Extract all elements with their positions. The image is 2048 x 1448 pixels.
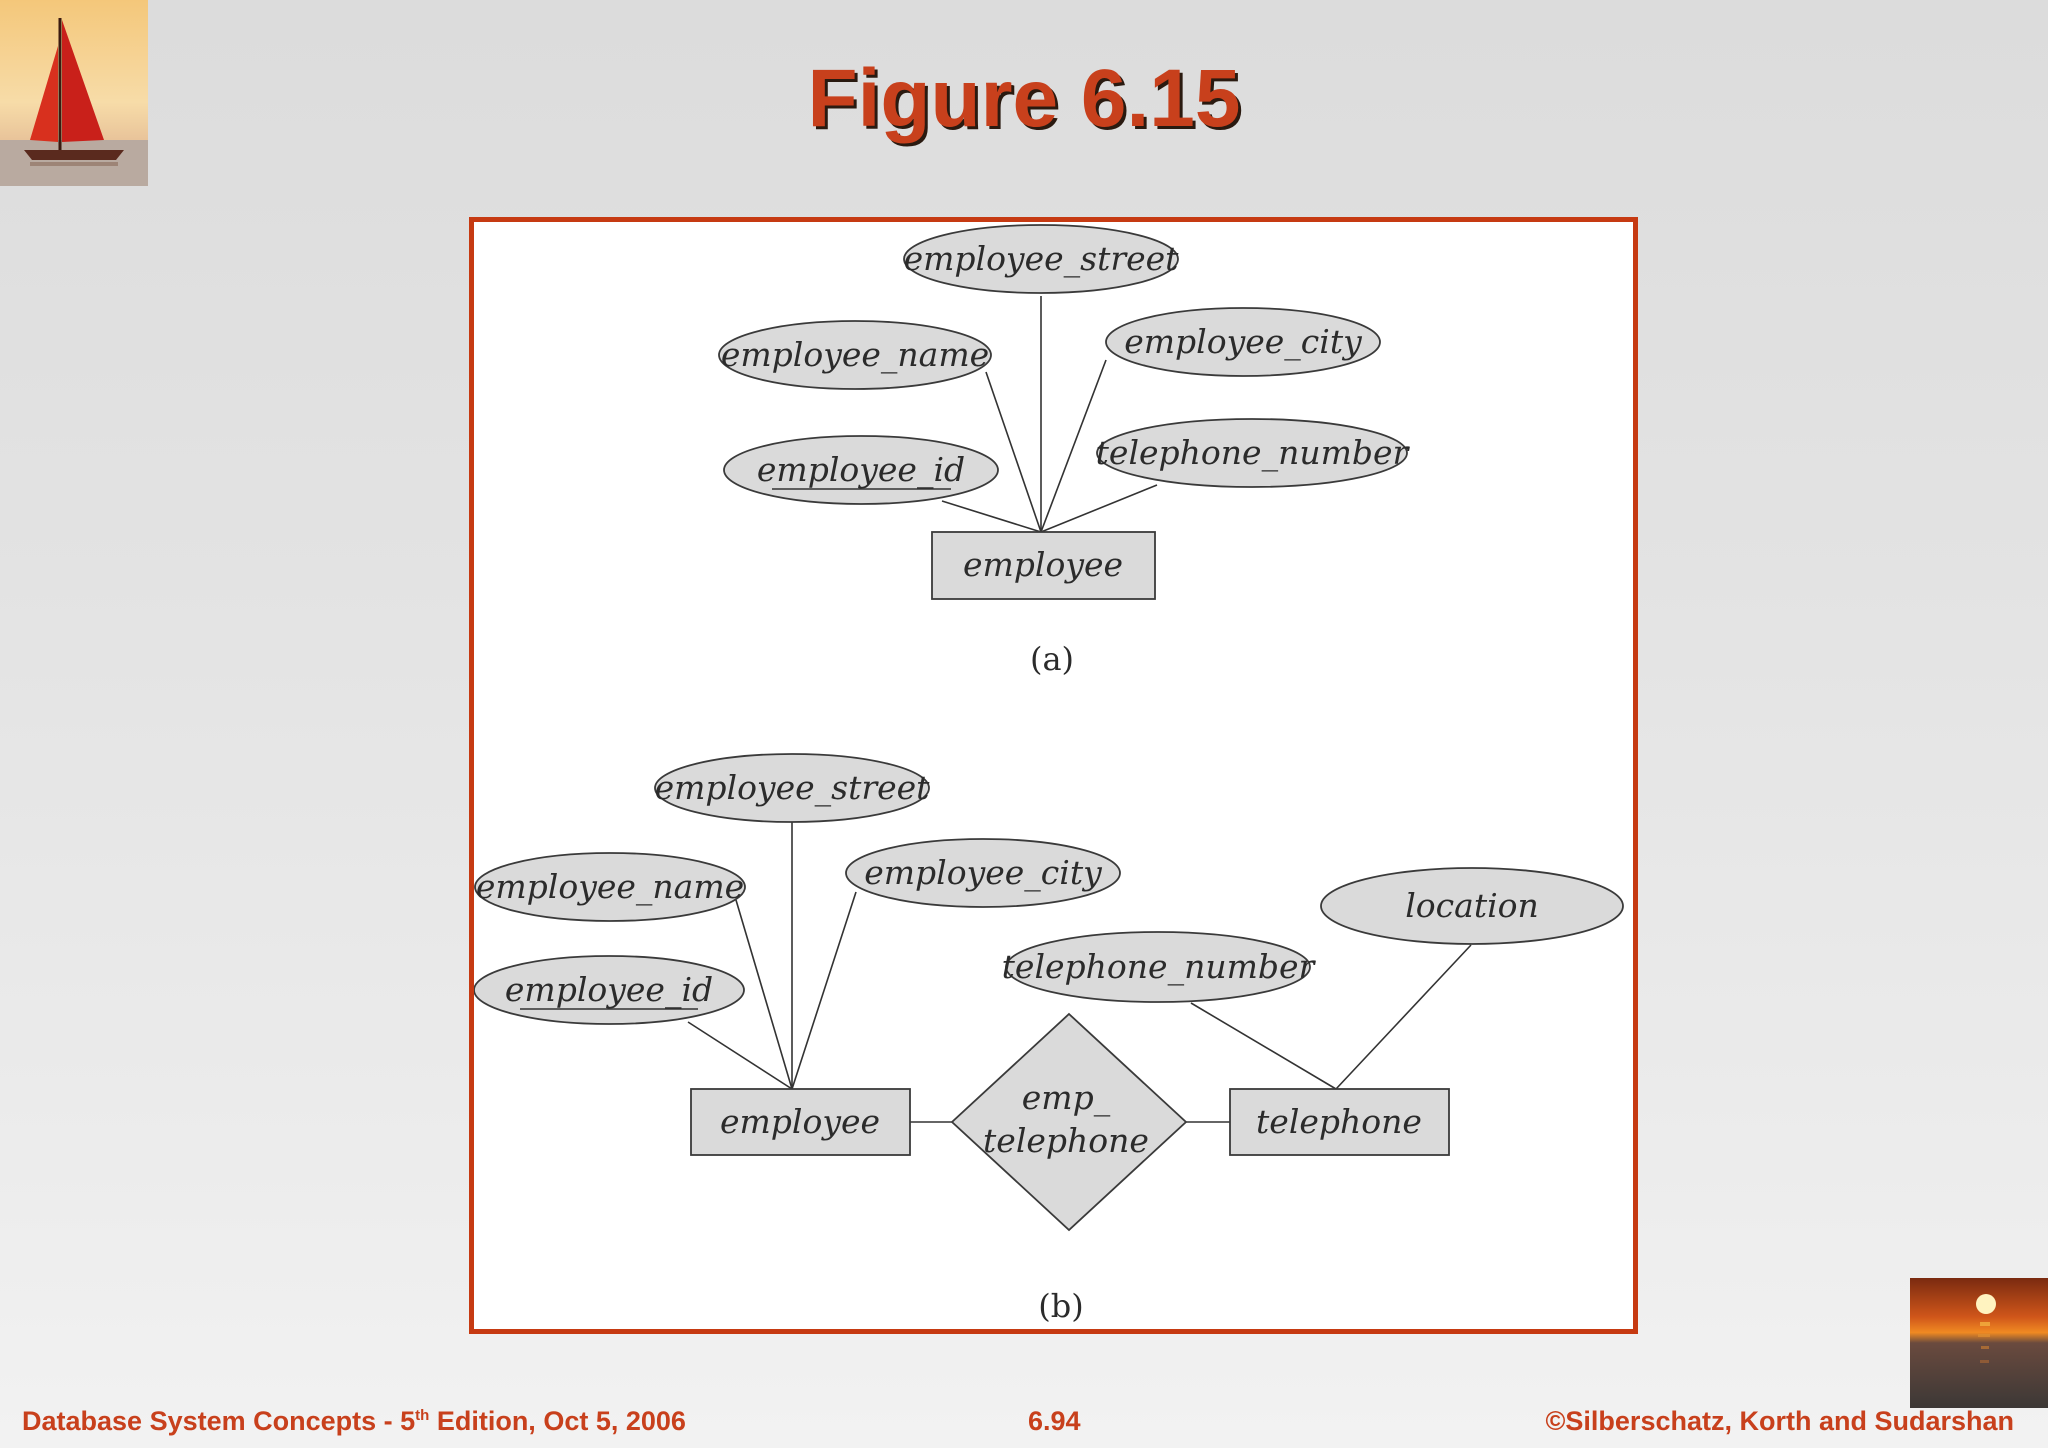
slide-title: Figure 6.15 — [807, 53, 1241, 144]
connector-b-name — [735, 899, 793, 1090]
diagram-b-connectors — [687, 822, 1472, 1123]
svg-text:employee_street: employee_street — [655, 768, 931, 808]
svg-text:employee_name: employee_name — [476, 867, 744, 907]
connector-b-location — [1335, 944, 1472, 1090]
attribute-b-telephone-number: telephone_number — [1002, 931, 1317, 1003]
attribute-a-employee-street: employee_street — [903, 224, 1180, 294]
svg-text:employee_city: employee_city — [1124, 322, 1362, 362]
svg-text:employee: employee — [963, 545, 1123, 584]
attribute-a-employee-id: employee_id — [723, 435, 999, 505]
footer-book-title: Database System Concepts - 5th Edition, … — [22, 1406, 686, 1436]
attribute-b-employee-street: employee_street — [654, 753, 931, 823]
entity-a-employee: employee — [931, 531, 1156, 600]
svg-text:location: location — [1405, 886, 1539, 925]
relationship-b-emp-telephone: emp_ telephone — [950, 1012, 1188, 1232]
sailboat-logo-image — [0, 0, 148, 186]
attribute-b-employee-name: employee_name — [474, 852, 746, 922]
connector-a-city — [1040, 359, 1107, 533]
svg-text:employee_id: employee_id — [505, 970, 713, 1010]
attribute-b-employee-id: employee_id — [474, 955, 745, 1025]
svg-text:telephone_number: telephone_number — [1002, 947, 1317, 987]
connector-b-id — [687, 1021, 793, 1090]
caption-a: (a) — [1030, 640, 1074, 678]
connector-a-telephone — [1040, 484, 1158, 533]
svg-text:telephone: telephone — [983, 1121, 1149, 1160]
attribute-a-telephone-number: telephone_number — [1096, 418, 1411, 488]
connector-a-name — [985, 371, 1042, 533]
diagram-a-connectors — [941, 296, 1158, 533]
entity-b-telephone: telephone — [1229, 1088, 1450, 1156]
svg-text:telephone_number: telephone_number — [1096, 433, 1411, 473]
er-diagram: employee_street employee_name employee_c… — [474, 224, 1624, 1325]
svg-text:employee_street: employee_street — [904, 239, 1180, 279]
attribute-b-employee-city: employee_city — [845, 838, 1121, 908]
caption-b: (b) — [1038, 1287, 1083, 1325]
footer-copyright: ©Silberschatz, Korth and Sudarshan — [1545, 1406, 2014, 1436]
attribute-b-location: location — [1320, 867, 1624, 945]
connector-a-id — [941, 500, 1042, 533]
entity-b-employee: employee — [690, 1088, 911, 1156]
sunset-logo-image — [1910, 1278, 2048, 1408]
footer-page-number: 6.94 — [1028, 1406, 1081, 1436]
connector-b-telephone-number — [1190, 1002, 1337, 1090]
figure-frame: employee_street employee_name employee_c… — [469, 217, 1638, 1334]
attribute-a-employee-city: employee_city — [1105, 307, 1381, 377]
svg-text:telephone: telephone — [1256, 1102, 1422, 1141]
svg-text:employee_name: employee_name — [721, 335, 989, 375]
attribute-a-employee-name: employee_name — [718, 320, 992, 390]
svg-text:employee_city: employee_city — [864, 853, 1102, 893]
svg-text:employee: employee — [720, 1102, 880, 1141]
svg-text:employee_id: employee_id — [757, 450, 965, 490]
connector-b-city — [791, 891, 857, 1090]
svg-text:emp_: emp_ — [1022, 1078, 1111, 1118]
